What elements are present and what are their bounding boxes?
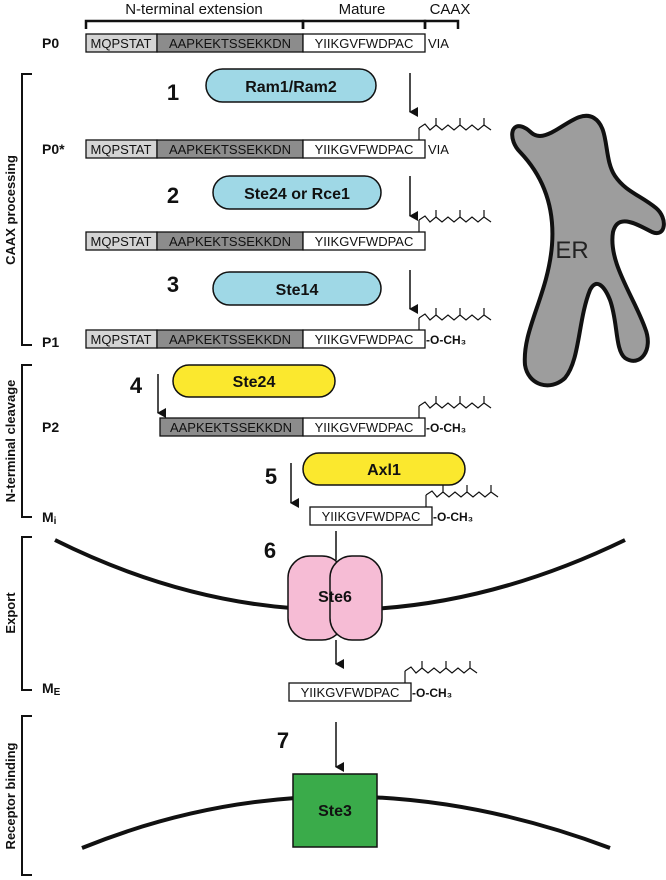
seq-mature: YIIKGVFWDPAC xyxy=(315,420,414,435)
ste6-transporter: Ste6 xyxy=(287,555,383,641)
farnesyl-group xyxy=(425,484,499,498)
ste3-receptor: Ste3 xyxy=(292,773,378,848)
seq-segment-b: AAPKEKTSSEKKDN xyxy=(169,142,291,157)
sequence-after-step-2: MQPSTAT AAPKEKTSSEKKDN YIIKGVFWDPAC xyxy=(85,209,492,251)
ste6-label: Ste6 xyxy=(318,589,352,606)
stage-p1: P1 xyxy=(42,334,59,350)
stage-p2: P2 xyxy=(42,419,59,435)
ste3-label: Ste3 xyxy=(318,803,352,820)
seq-segment-b: AAPKEKTSSEKKDN xyxy=(169,36,291,51)
farnesyl-group xyxy=(418,117,492,131)
enzyme-ste14-label: Ste14 xyxy=(276,282,319,299)
farnesyl-group xyxy=(404,660,478,674)
seq-mature: YIIKGVFWDPAC xyxy=(315,332,414,347)
sequence-p1: MQPSTAT AAPKEKTSSEKKDN YIIKGVFWDPAC -O-C… xyxy=(85,307,492,349)
sequence-me: YIIKGVFWDPAC -O-CH₃ xyxy=(288,660,478,702)
side-label-export: Export xyxy=(3,592,18,634)
methyl-ester: -O-CH₃ xyxy=(433,510,473,524)
seq-mature: YIIKGVFWDPAC xyxy=(315,36,414,51)
seq-mature: YIIKGVFWDPAC xyxy=(315,142,414,157)
sequence-p0: MQPSTAT AAPKEKTSSEKKDN YIIKGVFWDPAC VIA xyxy=(85,33,449,53)
farnesyl-group xyxy=(418,307,492,321)
seq-mature: YIIKGVFWDPAC xyxy=(301,685,400,700)
step-number-7: 7 xyxy=(277,728,289,753)
stage-p0: P0 xyxy=(42,35,59,51)
methyl-ester: -O-CH₃ xyxy=(426,333,466,347)
seq-segment-a: MQPSTAT xyxy=(91,332,152,347)
enzyme-axl1-pill xyxy=(302,452,466,486)
seq-segment-b: AAPKEKTSSEKKDN xyxy=(169,332,291,347)
header-caax: CAAX xyxy=(430,1,471,18)
seq-segment-b: AAPKEKTSSEKKDN xyxy=(170,420,292,435)
enzyme-ram1-ram2-pill xyxy=(205,68,377,103)
seq-via: VIA xyxy=(428,36,449,51)
enzyme-ste14-pill xyxy=(212,271,382,306)
stage-me: ME xyxy=(42,680,61,698)
stage-me-subscript: E xyxy=(54,687,61,698)
seq-via: VIA xyxy=(428,142,449,157)
step-number-2: 2 xyxy=(167,183,179,208)
stage-p0-star: P0* xyxy=(42,141,65,157)
sequence-p0-star: MQPSTAT AAPKEKTSSEKKDN YIIKGVFWDPAC VIA xyxy=(85,117,492,159)
er-label: ER xyxy=(555,237,588,264)
step-number-3: 3 xyxy=(167,272,179,297)
step-number-4: 4 xyxy=(130,373,143,398)
header-mature: Mature xyxy=(339,1,386,18)
methyl-ester: -O-CH₃ xyxy=(426,421,466,435)
sequence-mi: YIIKGVFWDPAC -O-CH₃ xyxy=(309,484,499,526)
stage-mi-subscript: i xyxy=(54,516,57,527)
farnesyl-group xyxy=(418,209,492,223)
sequence-p2: AAPKEKTSSEKKDN YIIKGVFWDPAC -O-CH₃ xyxy=(159,395,492,437)
farnesyl-group xyxy=(418,395,492,409)
enzyme-axl1-label: Axl1 xyxy=(367,462,401,479)
side-label-caax-processing: CAAX processing xyxy=(3,155,18,265)
step-number-6: 6 xyxy=(264,538,276,563)
seq-segment-a: MQPSTAT xyxy=(91,36,152,51)
enzyme-ram1-ram2-label: Ram1/Ram2 xyxy=(245,79,337,96)
enzyme-ste24-label: Ste24 xyxy=(233,374,276,391)
header-n-terminal-extension: N-terminal extension xyxy=(125,1,263,18)
stage-mi: Mi xyxy=(42,509,57,527)
seq-segment-b: AAPKEKTSSEKKDN xyxy=(169,234,291,249)
step-number-1: 1 xyxy=(167,80,179,105)
seq-mature: YIIKGVFWDPAC xyxy=(322,509,421,524)
enzyme-ste24-or-rce1-pill xyxy=(212,175,382,210)
step-number-5: 5 xyxy=(265,464,277,489)
enzyme-ste24-pill xyxy=(172,364,336,398)
seq-segment-a: MQPSTAT xyxy=(91,234,152,249)
side-label-receptor-binding: Receptor binding xyxy=(3,742,18,849)
seq-segment-a: MQPSTAT xyxy=(91,142,152,157)
header-brackets: N-terminal extension Mature CAAX xyxy=(84,1,471,29)
enzyme-ste24-or-rce1-label: Ste24 or Rce1 xyxy=(244,186,350,203)
er-organelle: ER xyxy=(510,113,666,388)
side-brackets xyxy=(21,73,32,876)
methyl-ester: -O-CH₃ xyxy=(412,686,452,700)
side-label-n-terminal-cleavage: N-terminal cleavage xyxy=(3,380,18,503)
seq-mature: YIIKGVFWDPAC xyxy=(315,234,414,249)
